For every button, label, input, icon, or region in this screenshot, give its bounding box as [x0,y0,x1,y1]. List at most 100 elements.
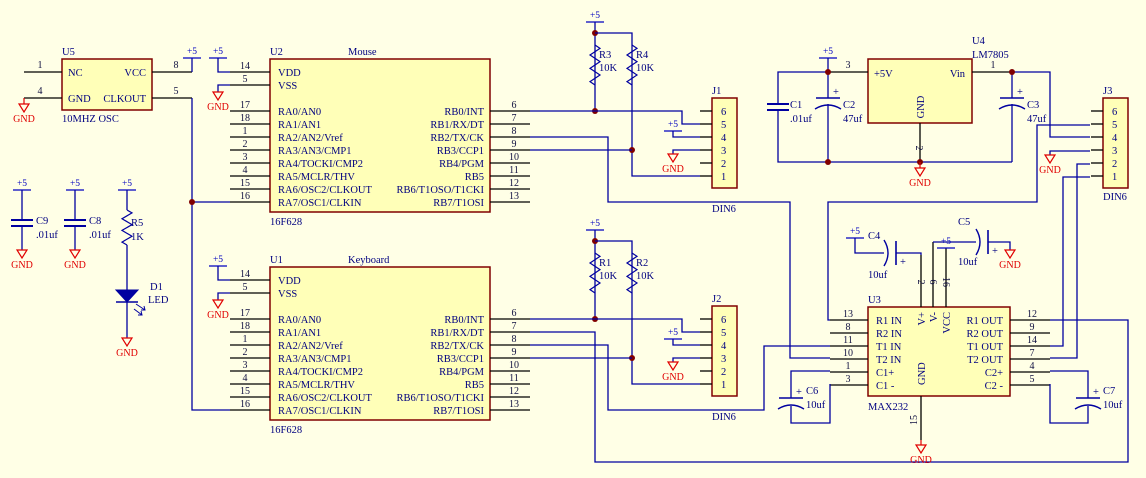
ground-label: GND [999,260,1021,271]
label: .01uf [790,114,812,125]
pin-name: T1 IN [876,342,902,353]
u5-ref: U5 [62,47,75,58]
connector-pin-number: 1 [721,380,726,391]
pin-number: 6 [927,280,938,285]
wire [1050,370,1089,398]
wire [595,240,700,385]
u2-pic16f628 [269,58,491,213]
connector-pin-number: 5 [1112,120,1117,131]
pin-name: RA1/AN1 [278,120,321,131]
wire [530,318,700,333]
u1-title: Keyboard [348,255,390,266]
pin-number: 6 [512,100,517,111]
pin-name: T2 IN [876,355,902,366]
label: C3 [1027,100,1039,111]
pin-name: RB7/T1OSI [433,198,484,209]
ground-icon [666,153,680,164]
ground-label: GND [662,164,684,175]
ground-label: GND [910,455,932,466]
pin-number: 7 [512,321,517,332]
pin-number: 4 [1030,361,1035,372]
ground-icon [120,337,134,348]
pin-name: RA3/AN3/CMP1 [278,146,352,157]
ground-icon [211,91,225,102]
label: 5 [174,86,179,97]
wire [790,384,831,424]
pin-number: 1 [243,126,248,137]
pin-name: VDD [278,276,301,287]
pin-number: 1 [846,361,851,372]
junction-dot [1009,69,1015,75]
power-label: +5 [941,237,951,247]
label: 10K [599,63,618,74]
led-light-arrows-icon [133,303,146,316]
plus-sign-icon: + [833,87,839,98]
wire [777,71,828,104]
pin-number: 14 [1027,335,1037,346]
label: C4 [868,231,881,242]
capacitor-c4-curved-plate [883,239,889,267]
power-label: +5 [213,255,223,265]
wire [988,241,1011,250]
pin-name: RB6/T1OSO/T1CKI [396,185,484,196]
pin-number: 11 [843,335,853,346]
pin-number: 3 [846,374,851,385]
pin-number: 10 [843,348,853,359]
led-icon [114,289,140,303]
connector-pin-number: 1 [721,172,726,183]
ground-label: GND [1039,165,1061,176]
label: 8 [174,60,179,71]
resistor-R4 [625,44,639,86]
u2-value: 16F628 [270,217,302,228]
pin-number: 16 [940,277,951,287]
pin-name: C1 - [876,381,895,392]
label: .01uf [36,230,58,241]
label: 1K [131,232,144,243]
wire [672,149,700,154]
pin-name: R1 IN [876,316,902,327]
label: LM7805 [972,50,1009,61]
pin-name: RA6/OSC2/CLKOUT [278,185,373,196]
wire [530,319,1129,463]
label: U4 [972,36,986,47]
wire [777,110,1012,163]
pin-name: R2 OUT [967,329,1004,340]
pin-name: RB1/RX/DT [430,328,484,339]
label: 10uf [1103,400,1123,411]
ground-icon [15,249,29,260]
label: 10K [599,271,618,282]
pin-number: 2 [915,280,926,285]
wire [217,58,230,73]
pin-name: GND [917,362,928,385]
label: 10uf [958,257,978,268]
pin-number: 1 [243,334,248,345]
connector-pin-number: 6 [721,107,726,118]
u1-pic16f628 [269,266,491,421]
wire [672,339,700,346]
label: C1 [790,100,802,111]
pin-number: 4 [243,373,248,384]
pin-number: 5 [243,282,248,293]
pin-number: 3 [243,360,248,371]
label: VCC [124,68,146,79]
pin-number: 16 [240,399,250,410]
resistor-R1 [588,252,602,294]
j2-value: DIN6 [712,412,736,423]
label: Vin [950,69,966,80]
ground-label: GND [13,114,35,125]
connector-pin-number: 2 [721,159,726,170]
plus-sign-icon: + [796,387,802,398]
label: U3 [868,295,881,306]
pin-number: 5 [243,74,248,85]
u1-value: 16F628 [270,425,302,436]
pin-number: 17 [240,100,250,111]
wire [790,370,830,398]
label: 10K [636,271,655,282]
power-label: +5 [17,179,27,189]
power-label: +5 [187,47,197,57]
label: D1 [150,282,163,293]
power-label: +5 [590,219,600,229]
ground-icon [914,444,928,455]
plus-sign-icon: + [1017,87,1023,98]
